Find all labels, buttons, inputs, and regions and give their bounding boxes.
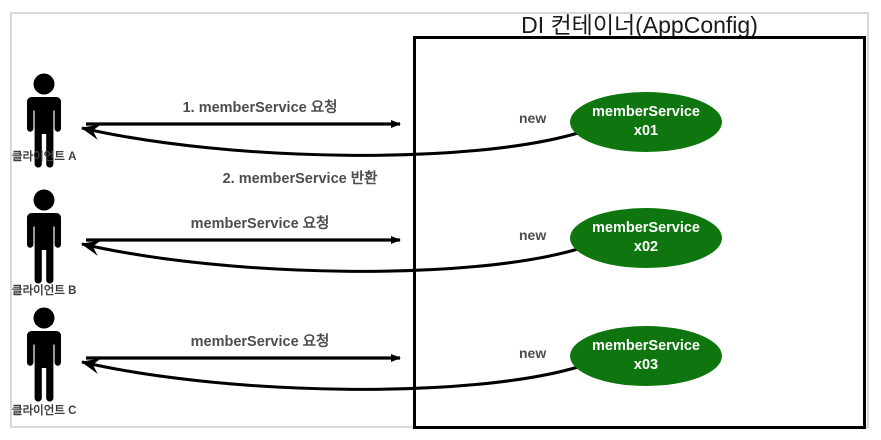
new-label-3: new: [519, 345, 547, 361]
person-icon-client-a: [26, 73, 62, 168]
request-label-b: memberService 요청: [190, 216, 330, 232]
bean-ellipse-3[interactable]: [570, 326, 722, 386]
person-icon-client-b: [26, 189, 62, 284]
client-label-c: 클라이언트 C: [12, 405, 77, 417]
bean-ellipse-1[interactable]: [570, 92, 722, 152]
new-label-1: new: [519, 110, 547, 126]
client-label-b: 클라이언트 B: [12, 285, 77, 297]
bean-ellipse-2[interactable]: [570, 208, 722, 268]
di-container-box: [413, 36, 866, 429]
request-label-c: memberService 요청: [190, 334, 330, 350]
return-arrow-c: [81, 358, 579, 391]
di-container-title: DI 컨테이너(AppConfig): [521, 12, 758, 38]
return-arrow-a: [81, 124, 579, 157]
new-label-2: new: [519, 227, 547, 243]
request-label-a: 1. memberService 요청: [182, 100, 338, 116]
client-label-a: 클라이언트 A: [12, 151, 77, 163]
person-icon-client-c: [26, 307, 62, 402]
return-arrow-b: [81, 240, 579, 273]
return-label-a: 2. memberService 반환: [222, 171, 378, 187]
